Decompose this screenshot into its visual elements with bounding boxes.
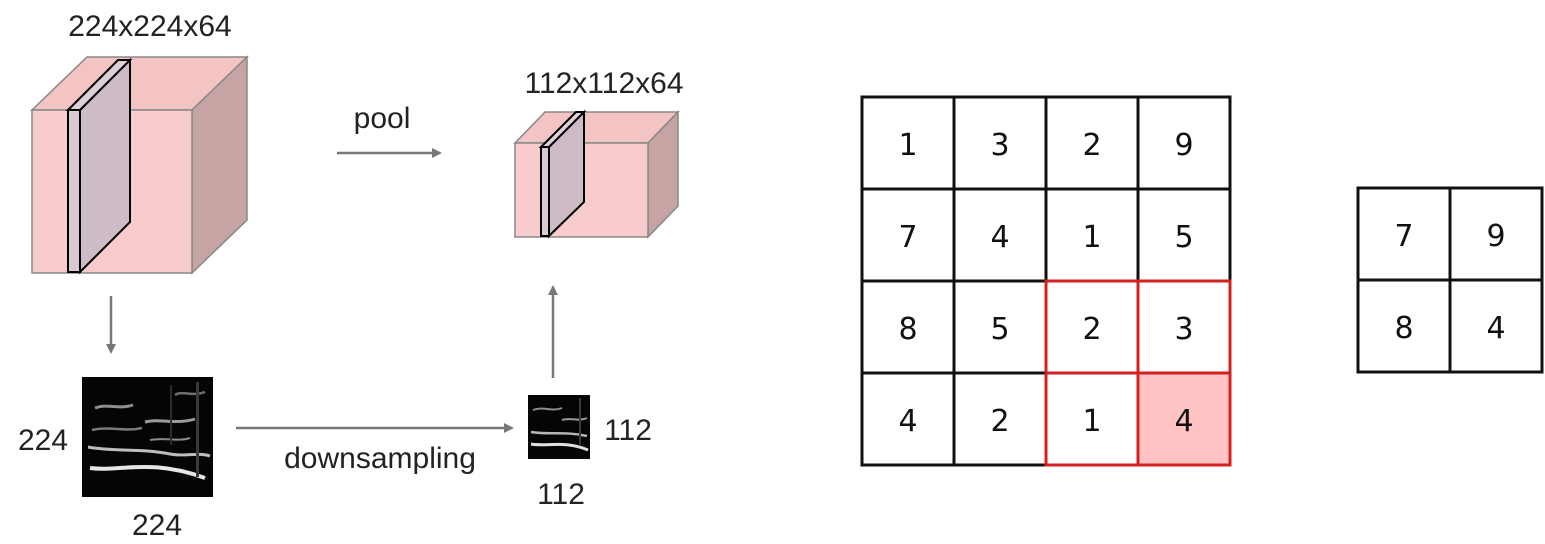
- input-grid: 1 3 2 9 7 4 1 5 8 5 2 3 4 2 1 4: [860, 95, 1232, 467]
- input-cell: 7: [898, 220, 917, 255]
- output-grid: 7 9 8 4: [1356, 186, 1544, 374]
- input-cell: 3: [990, 128, 1009, 163]
- output-slice-front: [540, 146, 550, 237]
- input-cell: 5: [1174, 220, 1193, 255]
- input-cell: 1: [1082, 404, 1101, 439]
- input-slice-height-label: 224: [18, 424, 68, 457]
- input-volume: [30, 55, 249, 275]
- output-grid-lines: [1356, 186, 1544, 374]
- input-cell: 2: [1082, 312, 1101, 347]
- highlighted-cell: [1138, 372, 1230, 464]
- output-slice-image: [528, 395, 590, 459]
- output-cell: 4: [1486, 311, 1505, 346]
- input-cell: 5: [990, 312, 1009, 347]
- input-slice-width-label: 224: [132, 509, 182, 542]
- pooling-window-highlight: [1044, 279, 1232, 467]
- input-cell: 3: [1174, 312, 1193, 347]
- input-cell: 9: [1174, 128, 1193, 163]
- input-cell: 2: [990, 404, 1009, 439]
- pool-label: pool: [354, 102, 411, 135]
- input-slice-image: [82, 377, 213, 497]
- input-volume-label: 224x224x64: [68, 10, 231, 43]
- output-volume-label: 112x112x64: [524, 67, 683, 100]
- downsampling-label: downsampling: [284, 442, 476, 475]
- output-cell: 8: [1394, 311, 1413, 346]
- output-cell: 7: [1394, 219, 1413, 254]
- input-cell: 1: [898, 128, 917, 163]
- output-cell: 9: [1486, 219, 1505, 254]
- output-slice-width-label: 112: [537, 478, 585, 511]
- input-cell: 8: [898, 312, 917, 347]
- input-cell: 2: [1082, 128, 1101, 163]
- input-slice-front: [67, 109, 81, 273]
- input-cell: 1: [1082, 220, 1101, 255]
- output-slice-height-label: 112: [604, 414, 652, 447]
- input-cell: 4: [990, 220, 1009, 255]
- input-cell: 4: [898, 404, 917, 439]
- input-cell-max: 4: [1174, 404, 1193, 439]
- output-volume: [513, 109, 680, 239]
